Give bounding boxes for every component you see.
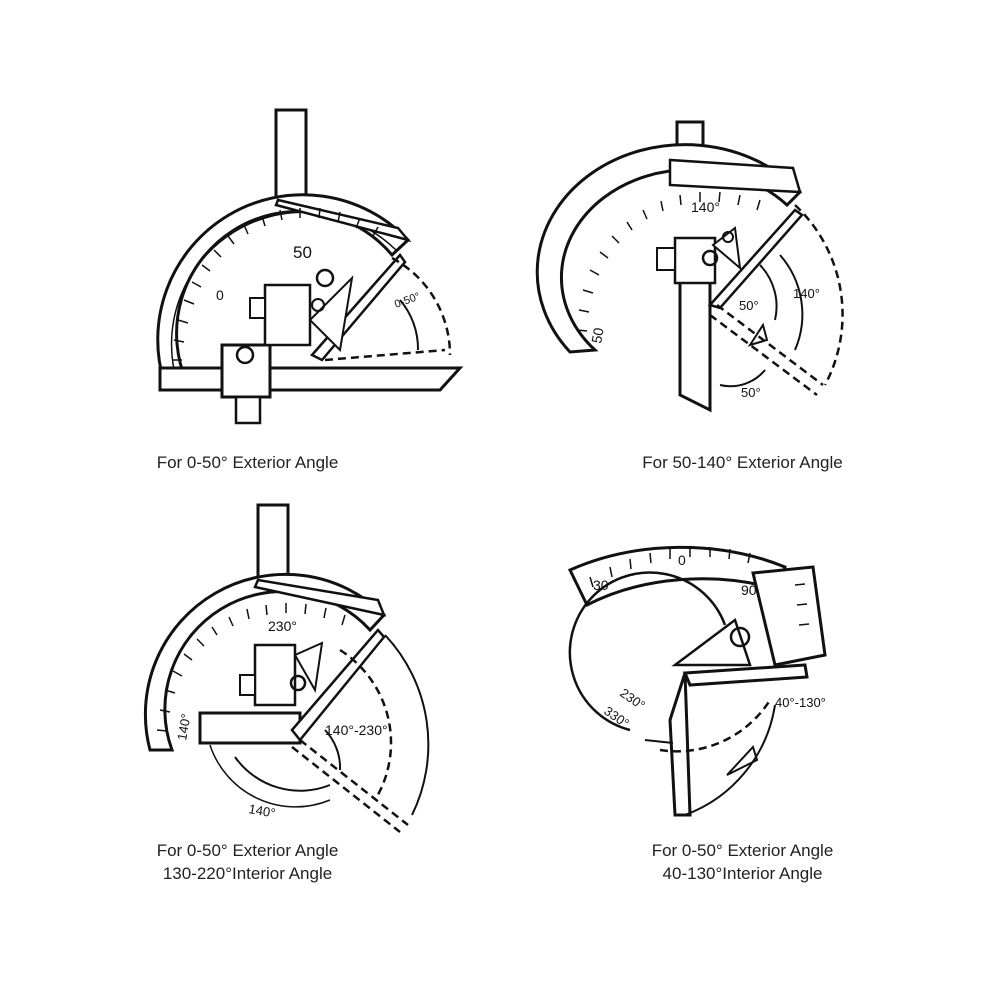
- reference-arc: [209, 744, 331, 808]
- protractor-diagram-1: 50 0 0-50°: [156, 108, 464, 425]
- scale-label-30: 30: [593, 577, 609, 593]
- vernier-plate: [668, 158, 802, 194]
- clamp-circle: [235, 345, 255, 365]
- base-blade: [198, 711, 302, 745]
- protractor-diagram-3: 230° 140° 140°-230° 140°: [143, 503, 430, 833]
- dashed-swing-line: [324, 348, 446, 362]
- caption-line: For 50-140° Exterior Angle: [642, 453, 843, 472]
- scale-ticks: [156, 603, 346, 732]
- protractor-diagram-2: 140° 50 50° 140° 50°: [535, 120, 844, 413]
- blade-vertical: [274, 108, 308, 207]
- slider-block: [673, 236, 717, 285]
- inner-label-230: 230°: [617, 685, 648, 713]
- base-blade: [678, 278, 712, 413]
- pivot-circle: [701, 249, 719, 267]
- caption-2: For 50-140° Exterior Angle: [495, 451, 990, 474]
- range-label: 0-50°: [393, 291, 422, 311]
- pivot-circle: [729, 626, 751, 648]
- base-blade: [158, 366, 464, 392]
- inner-arrow-arc: [324, 729, 342, 771]
- range-label: 140°-230°: [325, 722, 388, 738]
- inner-angle-label: 50°: [739, 298, 759, 313]
- scale-label-0: 0: [678, 552, 686, 568]
- screw: [239, 674, 256, 696]
- vernier-plate: [751, 565, 827, 667]
- caption-line-2: 130-220°Interior Angle: [162, 864, 333, 883]
- angle-arrow-arc: [779, 254, 804, 351]
- scale-ticks: [172, 207, 379, 361]
- clamp-body: [220, 343, 272, 399]
- caption-line-1: For 0-50° Exterior Angle: [651, 841, 834, 860]
- bottom-arrow-arc: [234, 756, 331, 792]
- outer-angle-label: 140°: [793, 286, 820, 301]
- screw: [249, 297, 266, 319]
- cross-blade: [682, 663, 809, 687]
- dashed-swing-arc: [339, 648, 393, 801]
- protractor-diagram-4: 0 30 90 230° 330° 40°-130°: [567, 545, 827, 817]
- dashed-blade: [709, 304, 824, 397]
- arm-triangle: [671, 617, 752, 667]
- scale-ticks: [589, 547, 810, 626]
- caption-4: For 0-50° Exterior Angle 40-130°Interior…: [495, 839, 990, 885]
- panel-interior-40-130: 0 30 90 230° 330° 40°-130° For 0-50° Ext…: [495, 495, 990, 990]
- dashed-swing-arc: [391, 256, 452, 356]
- arm-blade: [290, 628, 386, 742]
- panel-interior-130-220: 230° 140° 140°-230° 140° For 0-50° Exter…: [0, 495, 495, 990]
- caption-line-2: 40-130°Interior Angle: [662, 864, 823, 883]
- inner-label-330: 330°: [601, 703, 632, 731]
- panel-exterior-0-50: 50 0 0-50° For 0-50° Exterior Angle: [0, 0, 495, 495]
- caption-line-1: For 0-50° Exterior Angle: [156, 841, 339, 860]
- arm-triangle: [293, 641, 324, 694]
- inner-arrow-arc: [759, 264, 778, 321]
- slider-block: [253, 643, 297, 707]
- angle-arrow-arc: [684, 704, 776, 816]
- slider-block: [263, 283, 312, 347]
- arm-blade: [707, 208, 804, 310]
- direction-arrow: [726, 745, 759, 776]
- pivot-circle: [289, 674, 307, 692]
- vernier-plate: [253, 578, 387, 617]
- pivot-circle: [315, 268, 335, 288]
- screw: [656, 247, 676, 271]
- lock-circle: [311, 298, 325, 312]
- scale-label-230-top: 230°: [268, 618, 297, 634]
- bottom-angle-label: 140°: [247, 801, 276, 820]
- scale-label-50: 50: [293, 243, 312, 262]
- base-blade: [668, 672, 692, 817]
- arm-triangle: [308, 275, 354, 353]
- panel-exterior-50-140: 140° 50 50° 140° 50° For 50-140° Exterio…: [495, 0, 990, 495]
- dashed-blade: [291, 739, 409, 833]
- pointer-line: [644, 739, 674, 744]
- angle-arrow-arc: [399, 299, 420, 351]
- angle-arrow-arc: [384, 634, 430, 816]
- knob: [234, 395, 262, 425]
- caption-1: For 0-50° Exterior Angle: [0, 451, 495, 474]
- scale-label-0: 0: [216, 287, 224, 303]
- bottom-arrow-arc: [719, 369, 766, 388]
- lock-circle: [722, 231, 734, 243]
- caption-line: For 0-50° Exterior Angle: [156, 453, 339, 472]
- vernier-plate: [274, 198, 412, 243]
- scale-label-140-top: 140°: [691, 199, 720, 215]
- dashed-swing-arc: [794, 204, 844, 386]
- caption-3: For 0-50° Exterior Angle 130-220°Interio…: [0, 839, 495, 885]
- scale-ticks: [576, 191, 761, 332]
- inner-ring: [568, 571, 727, 732]
- scale-label-50-side: 50: [588, 326, 606, 344]
- direction-arrow: [747, 322, 769, 347]
- scale-label-140-side: 140°: [174, 712, 193, 741]
- dashed-swing-arc: [659, 699, 772, 753]
- scale-label-90: 90: [741, 582, 757, 598]
- range-label: 40°-130°: [775, 695, 826, 710]
- bottom-angle-label: 50°: [741, 385, 761, 400]
